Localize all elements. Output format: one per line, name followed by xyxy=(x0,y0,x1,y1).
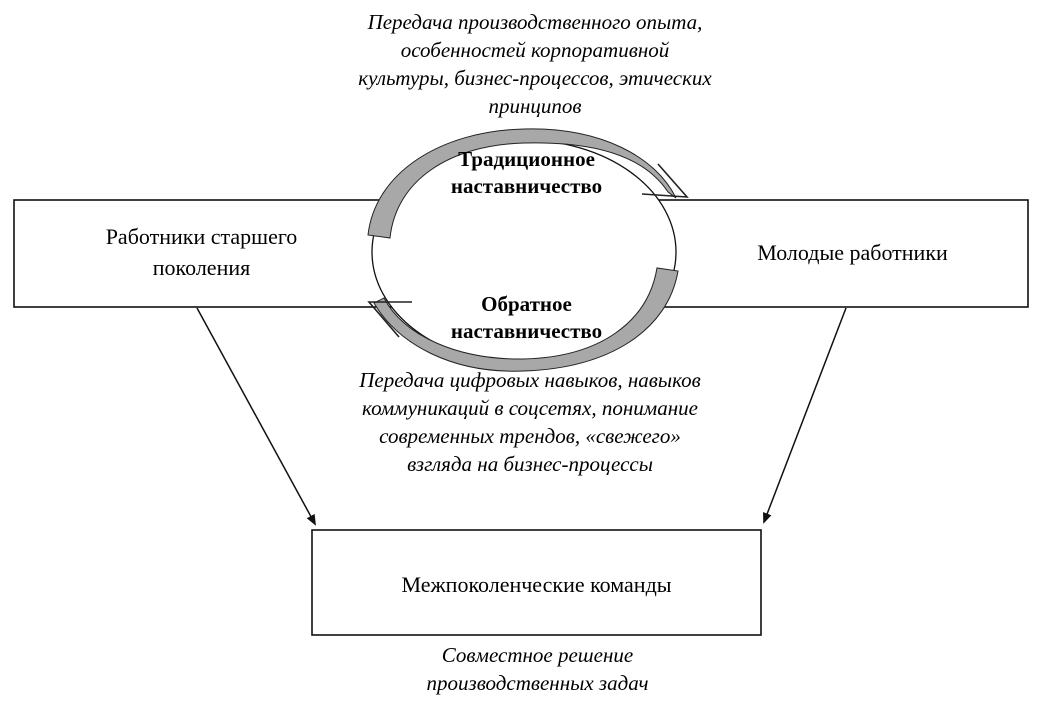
top-annotation: Передача производственного опыта, особен… xyxy=(358,10,712,118)
traditional-mentorship-label: Традиционное наставничество xyxy=(450,147,603,198)
middle-annotation: Передача цифровых навыков, навыков комму… xyxy=(359,368,701,476)
top-cycle-arrow xyxy=(367,128,677,239)
teams-box-label: Межпоколенческие команды xyxy=(401,572,672,597)
left-workers-box xyxy=(13,199,438,308)
right-diagonal-arrow xyxy=(763,307,847,524)
bottom-annotation: Совместное решение производственных зада… xyxy=(426,643,649,695)
teams-box xyxy=(311,529,762,636)
left-diagonal-arrow xyxy=(196,307,316,526)
right-workers-box-label: Молодые работники xyxy=(757,240,948,265)
reverse-mentorship-label: Обратное наставничество xyxy=(450,292,603,343)
bottom-cycle-arrowhead-icon xyxy=(367,301,412,338)
top-cycle-arrowhead-icon xyxy=(641,163,689,198)
bottom-cycle-arrow xyxy=(373,267,679,372)
left-workers-box-label: Работники старшего поколения xyxy=(105,224,298,280)
